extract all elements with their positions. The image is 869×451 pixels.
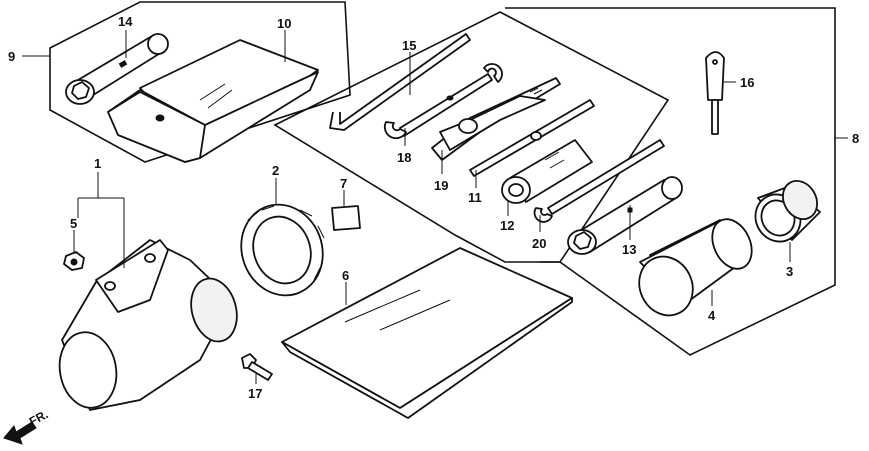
- part-2-ring-nut: [240, 203, 325, 297]
- part-6-manual: [281, 247, 573, 419]
- leader-lines: [22, 30, 848, 384]
- callout-labels: 1 2 3 4 5 6 7 8 9 10 11 12 13 14 15 16 1…: [8, 14, 859, 401]
- callout-5: 5: [70, 216, 77, 231]
- callout-16: 16: [740, 75, 754, 90]
- part-1-duct: [58, 239, 238, 411]
- callout-6: 6: [342, 268, 349, 283]
- part-19-pliers: [431, 77, 561, 161]
- callout-9: 9: [8, 49, 15, 64]
- callout-10: 10: [277, 16, 291, 31]
- part-11-screwdriver-shaft: [469, 99, 595, 177]
- callout-8: 8: [852, 131, 859, 146]
- part-7-label: [331, 205, 361, 231]
- group-outline-9: [49, 1, 351, 163]
- callout-2: 2: [272, 163, 279, 178]
- group-outline-tools: [273, 11, 670, 263]
- part-16-tool: [705, 51, 725, 135]
- part-12-screwdriver-handle: [501, 139, 593, 204]
- callout-19: 19: [434, 178, 448, 193]
- part-15-hex-key: [329, 33, 471, 131]
- part-14-box-spanner: [65, 33, 169, 105]
- part-17-bolt: [241, 353, 273, 381]
- callout-17: 17: [248, 386, 262, 401]
- front-direction-indicator: FR.: [3, 407, 50, 445]
- callout-14: 14: [118, 14, 133, 29]
- callout-20: 20: [532, 236, 546, 251]
- front-arrow-icon: [3, 421, 37, 445]
- callout-1: 1: [94, 156, 101, 171]
- callout-12: 12: [500, 218, 514, 233]
- part-4-case: [638, 218, 753, 317]
- callout-11: 11: [468, 190, 482, 205]
- part-10-tool-bag: [107, 39, 319, 163]
- callout-13: 13: [622, 242, 636, 257]
- callout-15: 15: [402, 38, 416, 53]
- part-20-small-wrench: [533, 139, 665, 223]
- part-5-nut: [63, 251, 85, 271]
- callout-3: 3: [786, 264, 793, 279]
- callout-4: 4: [708, 308, 716, 323]
- callout-18: 18: [397, 150, 411, 165]
- callout-7: 7: [340, 176, 347, 191]
- part-3-cap: [754, 180, 821, 243]
- part-13-box-spanner: [567, 176, 683, 255]
